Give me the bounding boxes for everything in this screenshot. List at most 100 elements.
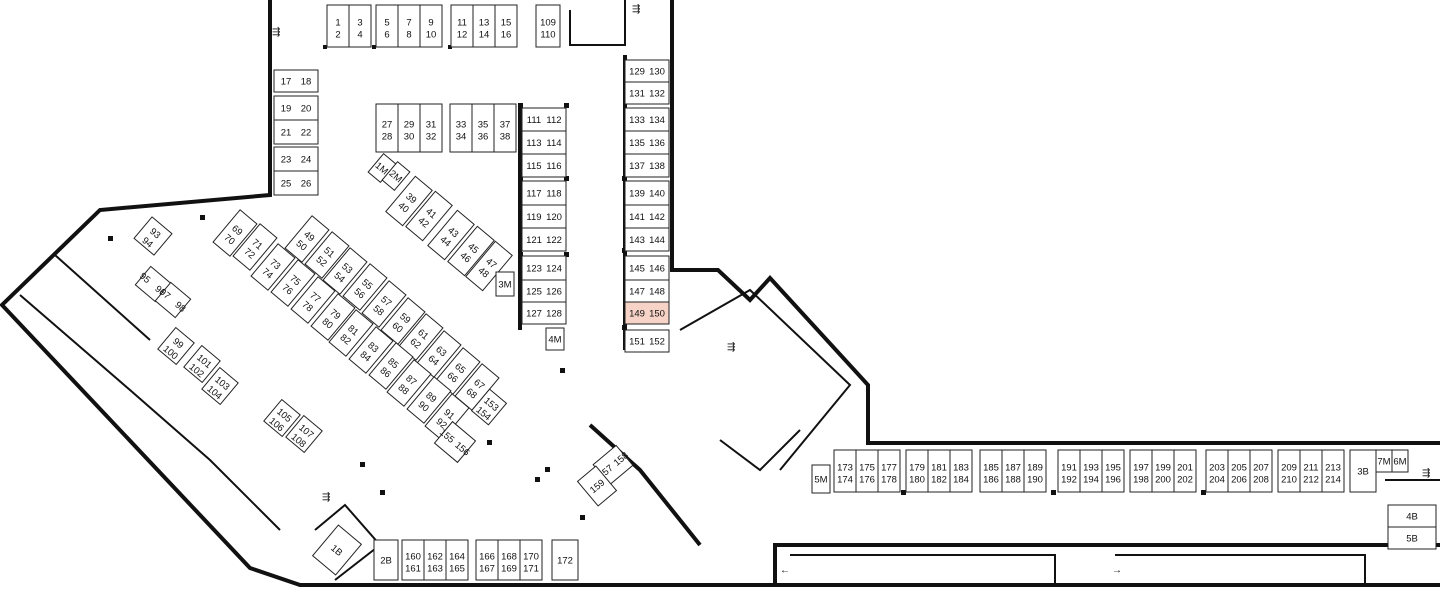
parking-spot-b5[interactable]: 5B	[1387, 526, 1437, 550]
parking-spot-s159[interactable]: 159	[576, 465, 618, 507]
parking-spot-b3[interactable]: 3B	[1349, 449, 1377, 493]
parking-spot-b1[interactable]: 1B	[311, 524, 363, 576]
parking-spot-s5_6[interactable]: 56	[375, 4, 399, 48]
parking-spot-s172[interactable]: 172	[551, 539, 579, 581]
parking-spot-m3[interactable]: 3M	[495, 271, 515, 297]
parking-spot-s7_8[interactable]: 78	[397, 4, 421, 48]
parking-spot-s9_10[interactable]: 910	[419, 4, 443, 48]
parking-spot-m4[interactable]: 4M	[545, 327, 565, 351]
parking-spot-m7[interactable]: 7M	[1375, 449, 1393, 473]
parking-spot-s3_4[interactable]: 34	[348, 4, 372, 48]
parking-spot-b4[interactable]: 4B	[1387, 504, 1437, 528]
parking-spot-m2[interactable]: 2M	[381, 160, 411, 192]
parking-spot-m6[interactable]: 6M	[1391, 449, 1409, 473]
parking-spot-m5[interactable]: 5M	[811, 464, 831, 494]
parking-spot-m1[interactable]: 1M	[367, 152, 397, 184]
